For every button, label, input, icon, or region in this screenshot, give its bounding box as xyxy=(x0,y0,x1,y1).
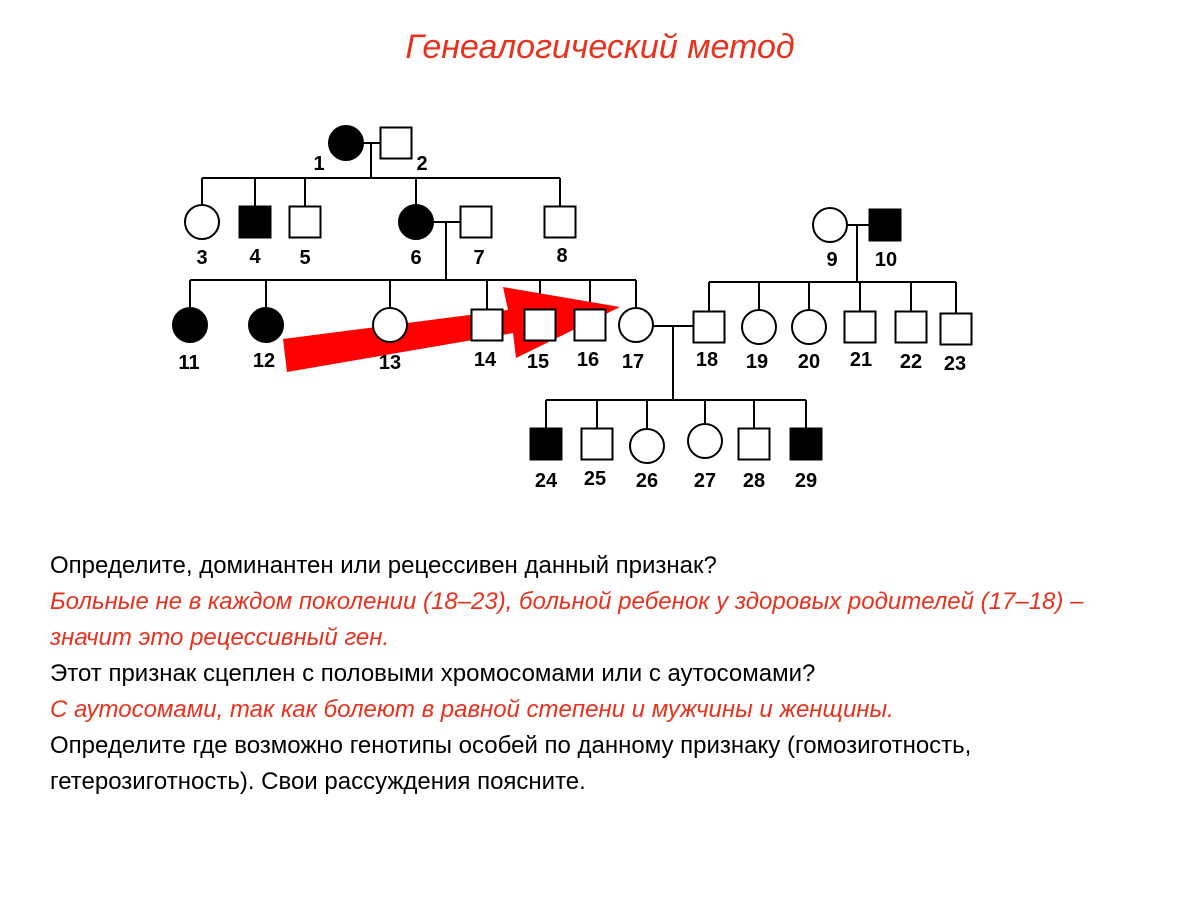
individual-label-29: 29 xyxy=(795,470,817,492)
female-symbol-11 xyxy=(172,307,208,343)
question-3: Определите где возможно генотипы особей … xyxy=(50,732,972,795)
individual-label-8: 8 xyxy=(556,245,567,267)
male-symbol-7 xyxy=(459,205,493,239)
male-symbol-25 xyxy=(580,427,614,461)
individual-label-2: 2 xyxy=(416,153,427,175)
individual-label-16: 16 xyxy=(577,349,599,371)
male-symbol-29 xyxy=(789,427,823,461)
individual-label-20: 20 xyxy=(798,351,820,373)
individual-label-11: 11 xyxy=(178,352,199,374)
individual-label-22: 22 xyxy=(900,351,922,373)
individual-label-9: 9 xyxy=(826,249,837,271)
individual-label-17: 17 xyxy=(622,351,644,373)
pedigree-symbols xyxy=(172,125,973,464)
question-text: Определите, доминантен или рецессивен да… xyxy=(50,548,1160,800)
answer-1: Больные не в каждом поколении (18–23), б… xyxy=(50,588,1084,651)
female-symbol-12 xyxy=(248,307,284,343)
male-symbol-2 xyxy=(379,126,413,160)
female-symbol-19 xyxy=(741,309,777,345)
female-symbol-6 xyxy=(398,204,434,240)
individual-label-12: 12 xyxy=(253,350,275,372)
female-symbol-1 xyxy=(328,125,364,161)
individual-label-25: 25 xyxy=(584,468,606,490)
female-symbol-3 xyxy=(184,204,220,240)
individual-label-28: 28 xyxy=(743,470,765,492)
male-symbol-5 xyxy=(288,205,322,239)
individual-label-14: 14 xyxy=(474,349,497,371)
pedigree-lines xyxy=(189,142,957,429)
female-symbol-13 xyxy=(372,307,408,343)
male-symbol-22 xyxy=(894,310,928,344)
individual-label-21: 21 xyxy=(850,349,872,371)
individual-label-18: 18 xyxy=(696,349,718,371)
male-symbol-4 xyxy=(238,205,272,239)
question-2: Этот признак сцеплен с половыми хромосом… xyxy=(50,660,816,687)
question-1: Определите, доминантен или рецессивен да… xyxy=(50,552,717,579)
male-symbol-15 xyxy=(523,308,557,342)
male-symbol-10 xyxy=(868,208,902,242)
male-symbol-8 xyxy=(543,205,577,239)
male-symbol-16 xyxy=(573,308,607,342)
arrow-shape xyxy=(283,287,620,372)
page-title: Генеалогический метод xyxy=(405,28,795,66)
individual-label-6: 6 xyxy=(410,247,421,269)
individual-label-10: 10 xyxy=(875,249,897,271)
individual-label-1: 1 xyxy=(313,153,324,175)
individual-label-3: 3 xyxy=(196,247,207,269)
male-symbol-14 xyxy=(470,308,504,342)
individual-label-19: 19 xyxy=(746,351,768,373)
individual-label-27: 27 xyxy=(694,470,716,492)
female-symbol-26 xyxy=(629,428,665,464)
answer-2: С аутосомами, так как болеют в равной ст… xyxy=(50,696,894,723)
male-symbol-23 xyxy=(939,312,973,346)
male-symbol-28 xyxy=(737,427,771,461)
female-symbol-17 xyxy=(618,307,654,343)
individual-label-15: 15 xyxy=(527,351,549,373)
male-symbol-21 xyxy=(843,310,877,344)
red-arrow xyxy=(283,287,620,372)
individual-label-4: 4 xyxy=(249,246,261,268)
female-symbol-9 xyxy=(812,207,848,243)
individual-label-5: 5 xyxy=(299,247,310,269)
individual-label-13: 13 xyxy=(379,352,401,374)
female-symbol-27 xyxy=(687,423,723,459)
female-symbol-20 xyxy=(791,309,827,345)
male-symbol-24 xyxy=(529,427,563,461)
individual-label-23: 23 xyxy=(944,353,966,375)
individual-label-24: 24 xyxy=(535,470,558,492)
male-symbol-18 xyxy=(692,310,726,344)
individual-label-7: 7 xyxy=(473,247,484,269)
individual-label-26: 26 xyxy=(636,470,658,492)
